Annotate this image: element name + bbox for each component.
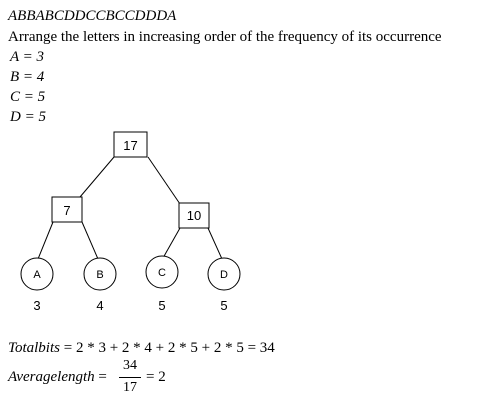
letter-sequence: ABBABCDDCCBCCDDDA: [8, 8, 177, 24]
leaf-b-weight: 4: [96, 298, 103, 313]
fraction-bar: [119, 377, 141, 378]
edge-root-right: [147, 156, 181, 205]
total-bits-line: Totalbits = 2 * 3 + 2 * 4 + 2 * 5 + 2 * …: [8, 340, 275, 357]
leaf-c-label: C: [158, 267, 166, 279]
frequency-d: D = 5: [10, 109, 46, 125]
total-bits-expression: = 2 * 3 + 2 * 4 + 2 * 5 + 2 * 5 = 34: [59, 340, 275, 356]
leaf-d-weight: 5: [220, 298, 227, 313]
edge-right-d: [207, 227, 223, 260]
leaf-d-label: D: [220, 269, 228, 281]
edge-right-c: [162, 227, 181, 259]
leaf-a-label: A: [33, 269, 41, 281]
average-length-label: Averagelength: [8, 369, 95, 385]
edge-left-b: [81, 221, 99, 260]
leaf-b-label: B: [96, 269, 103, 281]
leaf-c-weight: 5: [158, 298, 165, 313]
edge-left-a: [37, 221, 54, 260]
left-internal-node: [51, 196, 83, 223]
frequency-a: A = 3: [10, 49, 45, 65]
right-internal-label: 10: [187, 208, 201, 223]
average-length-label-group: Averagelength =: [8, 369, 107, 386]
right-internal-node: [178, 202, 210, 229]
edge-root-left: [79, 156, 115, 198]
leaf-node-a: [20, 257, 54, 291]
average-length-equals: =: [94, 369, 107, 385]
frequency-c: C = 5: [10, 89, 46, 105]
root-node: [113, 131, 148, 158]
frequency-b: B = 4: [10, 69, 45, 85]
average-length-denominator: 17: [123, 380, 137, 395]
left-internal-label: 7: [63, 203, 70, 218]
average-length-numerator: 34: [123, 358, 137, 373]
instruction-text: Arrange the letters in increasing order …: [8, 29, 442, 45]
leaf-node-b: [83, 257, 117, 291]
average-length-result: = 2: [146, 369, 166, 385]
leaf-node-c: [145, 255, 179, 289]
leaf-node-d: [207, 257, 241, 291]
root-node-label: 17: [123, 138, 137, 153]
leaf-a-weight: 3: [33, 298, 40, 313]
total-bits-label: Totalbits: [8, 340, 60, 356]
